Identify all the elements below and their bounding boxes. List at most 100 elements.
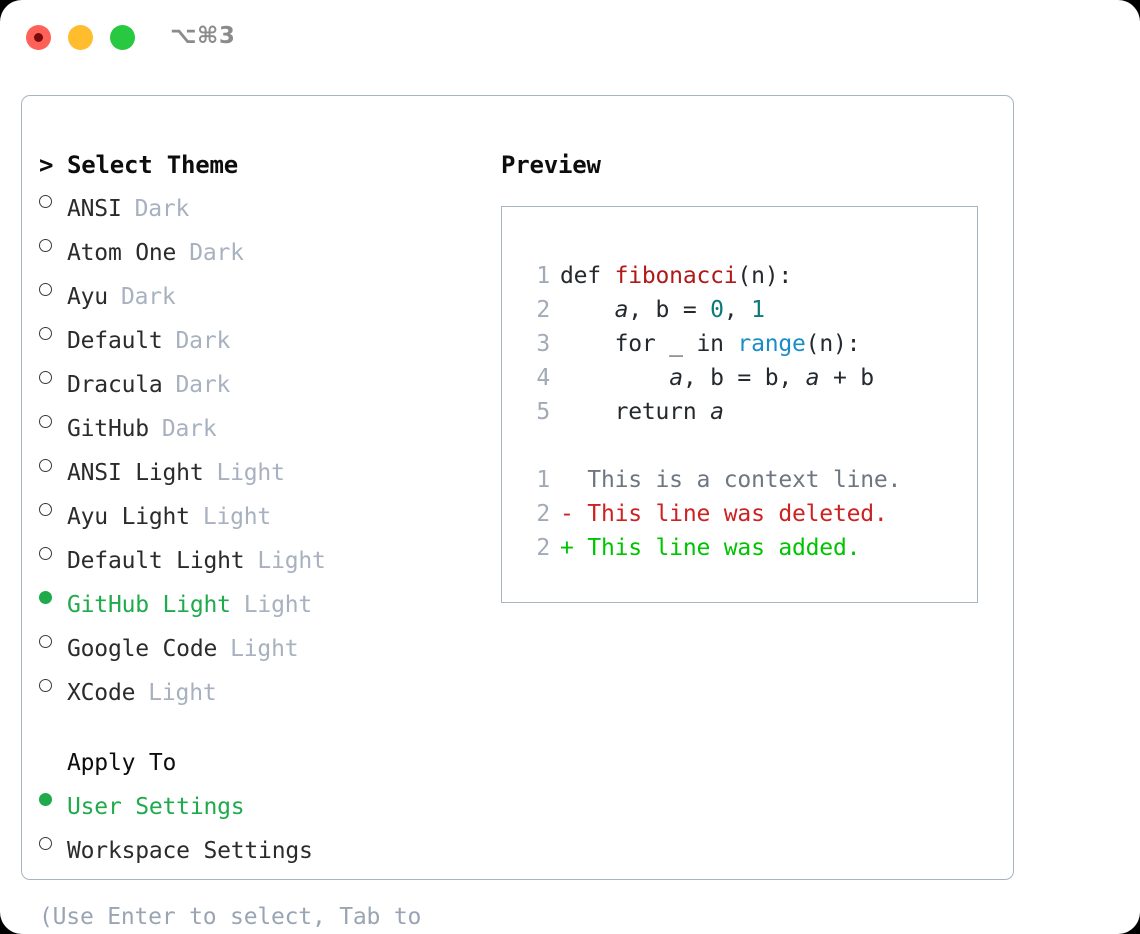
theme-variant-tag: Dark: [175, 328, 231, 354]
diff-line-number: 1: [536, 467, 550, 493]
code-token: fibonacci: [614, 263, 738, 289]
theme-option-ansi[interactable]: ANSI Dark: [39, 182, 484, 226]
theme-variant-tag: Dark: [189, 240, 244, 266]
theme-option-label: GitHub: [67, 416, 149, 442]
select-theme-heading-label: Select Theme: [67, 151, 238, 179]
theme-option-ayu[interactable]: Ayu Dark: [39, 270, 484, 314]
code-token: range: [737, 331, 806, 357]
code-token: def: [560, 263, 615, 289]
diff-marker: -: [560, 501, 574, 527]
radio-unselected-icon: [39, 226, 67, 260]
code-token: ,: [628, 297, 656, 323]
code-token: (n):: [737, 263, 793, 289]
theme-variant-tag: Dark: [175, 372, 231, 398]
code-token: return: [560, 399, 711, 425]
theme-option-xcode[interactable]: XCode Light: [39, 666, 484, 710]
preview-title: Preview: [501, 151, 601, 179]
code-token: a: [805, 365, 820, 391]
radio-unselected-icon: [39, 358, 67, 392]
radio-unselected-icon: [39, 490, 67, 524]
code-token: b: [655, 297, 670, 323]
radio-unselected-icon: [39, 622, 67, 656]
theme-variant-tag: Dark: [161, 416, 217, 442]
radio-unselected-icon: [39, 824, 67, 858]
radio-unselected-icon: [39, 314, 67, 348]
theme-variant-tag: Light: [243, 592, 313, 618]
line-number: 2: [536, 297, 550, 323]
diff-sample: 1 This is a context line.2- This line wa…: [522, 463, 977, 565]
theme-variant-tag: Light: [202, 504, 272, 530]
apply-to-option-label: Workspace Settings: [67, 838, 313, 864]
theme-option-label: XCode: [67, 680, 136, 706]
theme-option-label: Atom One: [67, 240, 177, 266]
keyboard-hint: (Use Enter to select, Tab to change focu…: [39, 904, 422, 930]
radio-unselected-icon: [39, 666, 67, 700]
radio-unselected-icon: [39, 402, 67, 436]
theme-option-atom-one[interactable]: Atom One Dark: [39, 226, 484, 270]
diff-line: 1 This is a context line.: [522, 463, 977, 497]
theme-option-ansi-light[interactable]: ANSI Light Light: [39, 446, 484, 490]
theme-option-dracula[interactable]: Dracula Dark: [39, 358, 484, 402]
radio-selected-icon: [39, 780, 67, 814]
code-line: 5 return a: [522, 395, 977, 429]
theme-option-google-code[interactable]: Google Code Light: [39, 622, 484, 666]
code-line: 3 for _ in range(n):: [522, 327, 977, 361]
apply-to-option-label: User Settings: [67, 794, 245, 820]
theme-option-label: ANSI Light: [67, 460, 204, 486]
line-number: 1: [536, 263, 550, 289]
code-sample: 1 def fibonacci(n): 2 a, b = 0, 1 3 for _ i…: [522, 259, 977, 429]
theme-variant-tag: Light: [148, 680, 217, 706]
diff-line-number: 2: [536, 501, 550, 527]
code-token: for _ in: [560, 331, 738, 357]
spacer: [39, 710, 484, 746]
code-token: (n):: [805, 331, 861, 357]
code-token: , b = b,: [682, 365, 806, 391]
theme-option-label: ANSI: [67, 196, 122, 222]
theme-option-ayu-light[interactable]: Ayu Light Light: [39, 490, 484, 534]
theme-variant-tag: Light: [230, 636, 299, 662]
theme-variant-tag: Light: [257, 548, 326, 574]
minimize-button[interactable]: [68, 25, 93, 50]
code-token: [560, 365, 669, 391]
code-token: =: [669, 297, 711, 323]
theme-variant-tag: Light: [216, 460, 285, 486]
apply-to-heading: Apply To: [67, 750, 177, 776]
diff-text: This line was added.: [573, 535, 861, 561]
theme-option-label: Ayu Light: [67, 504, 190, 530]
theme-option-github[interactable]: GitHub Dark: [39, 402, 484, 446]
theme-option-label: Default: [67, 328, 163, 354]
theme-option-default[interactable]: Default Dark: [39, 314, 484, 358]
code-token: 0: [710, 297, 724, 323]
theme-variant-tag: Dark: [120, 284, 176, 310]
apply-to-option-user-settings[interactable]: User Settings: [39, 780, 484, 824]
theme-variant-tag: Dark: [134, 196, 190, 222]
code-spacer: [522, 429, 977, 463]
diff-text: This is a context line.: [573, 467, 902, 493]
diff-line-number: 2: [536, 535, 550, 561]
theme-option-label: GitHub Light: [67, 592, 231, 618]
line-number: 4: [536, 365, 550, 391]
apply-to-option-workspace-settings[interactable]: Workspace Settings: [39, 824, 484, 868]
code-token: a: [669, 365, 683, 391]
code-token: + b: [819, 365, 874, 391]
diff-line: 2- This line was deleted.: [522, 497, 977, 531]
theme-option-label: Dracula: [67, 372, 163, 398]
zoom-button[interactable]: [110, 25, 135, 50]
theme-option-label: Google Code: [67, 636, 218, 662]
theme-option-github-light[interactable]: GitHub Light Light: [39, 578, 484, 622]
code-token: a: [710, 399, 724, 425]
theme-option-label: Ayu: [67, 284, 108, 310]
line-number: 3: [536, 331, 550, 357]
caret-icon: >: [39, 151, 54, 179]
code-token: ,: [723, 297, 752, 323]
theme-option-label: Default Light: [67, 548, 245, 574]
code-line: 1 def fibonacci(n):: [522, 259, 977, 293]
close-button[interactable]: [26, 25, 51, 50]
theme-option-default-light[interactable]: Default Light Light: [39, 534, 484, 578]
